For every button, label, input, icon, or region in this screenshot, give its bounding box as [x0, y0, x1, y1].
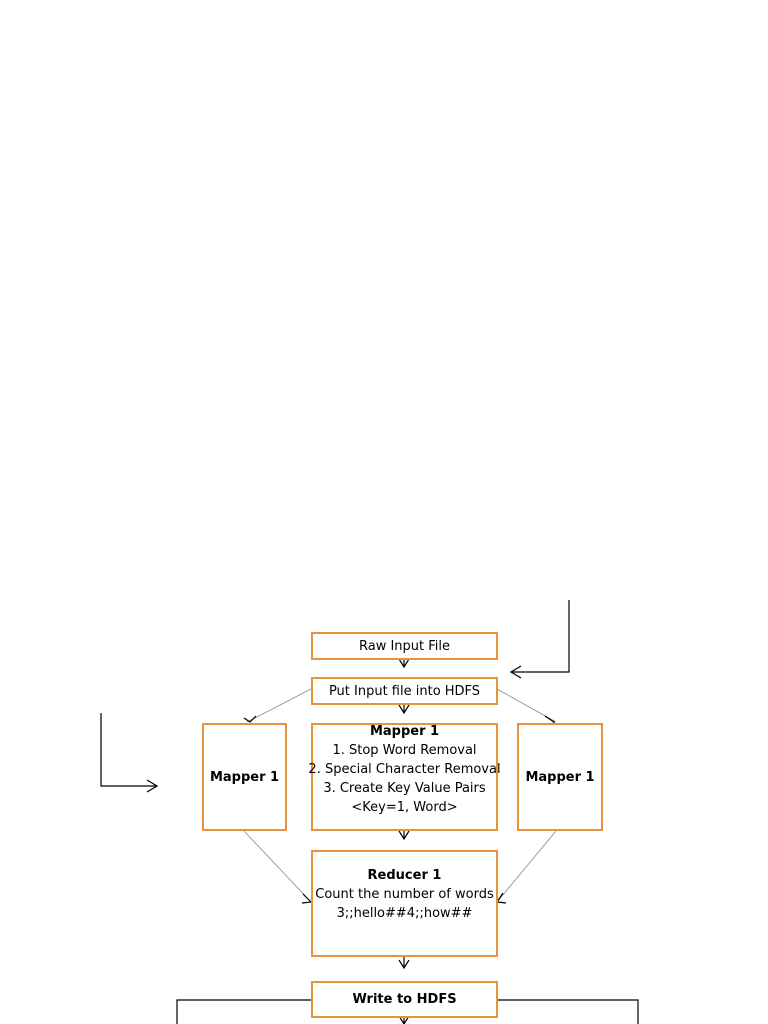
arrowhead: [243, 715, 257, 723]
mapper-center-line: 2. Special Character Removal: [308, 762, 501, 777]
mapper-center-line: 3. Create Key Value Pairs: [323, 781, 486, 796]
arrowhead: [398, 959, 410, 970]
connector-top-right: [511, 600, 570, 673]
arrowhead: [301, 893, 313, 904]
connector-left: [100, 713, 157, 787]
raw-input-node: Raw Input File: [311, 632, 498, 660]
write-hdfs-node: Write to HDFS: [311, 981, 498, 1018]
mapper-center-title: Mapper 1: [369, 724, 440, 739]
put-hdfs-label: Put Input file into HDFS: [328, 683, 481, 699]
mapper-center-line: <Key=1, Word>: [351, 800, 458, 815]
reducer-title: Reducer 1: [367, 868, 442, 883]
thin-left-mapper-to-reducer: [243, 830, 312, 903]
arrowhead: [509, 665, 522, 679]
write-hdfs-label: Write to HDFS: [352, 992, 457, 1007]
mapper-center-line: 1. Stop Word Removal: [332, 743, 477, 758]
put-hdfs-node: Put Input file into HDFS: [311, 677, 498, 705]
arrowhead: [398, 1015, 410, 1024]
mapper-right-label: Mapper 1: [525, 769, 595, 785]
arrowhead: [398, 830, 410, 841]
thin-right-mapper-to-reducer: [496, 830, 557, 903]
arrowhead: [146, 779, 159, 793]
mapper-center-node: Mapper 1 1. Stop Word Removal 2. Special…: [308, 723, 501, 831]
reducer-line: 3;;hello##4;;how##: [336, 906, 473, 921]
bracket-right: [497, 999, 639, 1024]
mapper-right-node: Mapper 1: [517, 723, 603, 831]
arrowhead: [398, 658, 410, 669]
raw-input-label: Raw Input File: [358, 638, 451, 654]
mapper-left-label: Mapper 1: [209, 769, 280, 785]
bracket-left: [176, 999, 311, 1024]
arrowhead: [398, 704, 410, 715]
reducer-node: Reducer 1 Count the number of words 3;;h…: [311, 850, 498, 957]
reducer-line: Count the number of words: [315, 887, 494, 902]
arrowhead: [495, 892, 507, 904]
mapper-left-node: Mapper 1: [202, 723, 287, 831]
thin-put-to-left-mapper: [246, 688, 312, 723]
